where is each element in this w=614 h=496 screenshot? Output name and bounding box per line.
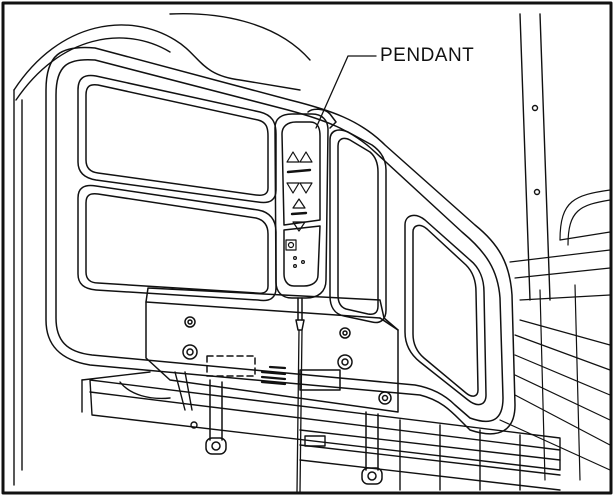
side-rail	[45, 46, 516, 435]
pendant-callout-label: PENDANT	[380, 45, 475, 66]
pendant-control	[274, 108, 337, 493]
mattress-deck-grid	[499, 189, 611, 481]
bed-frame	[81, 371, 561, 491]
callout-leader-line	[315, 55, 377, 129]
mounting-bracket	[145, 287, 399, 485]
headboard	[13, 13, 551, 486]
